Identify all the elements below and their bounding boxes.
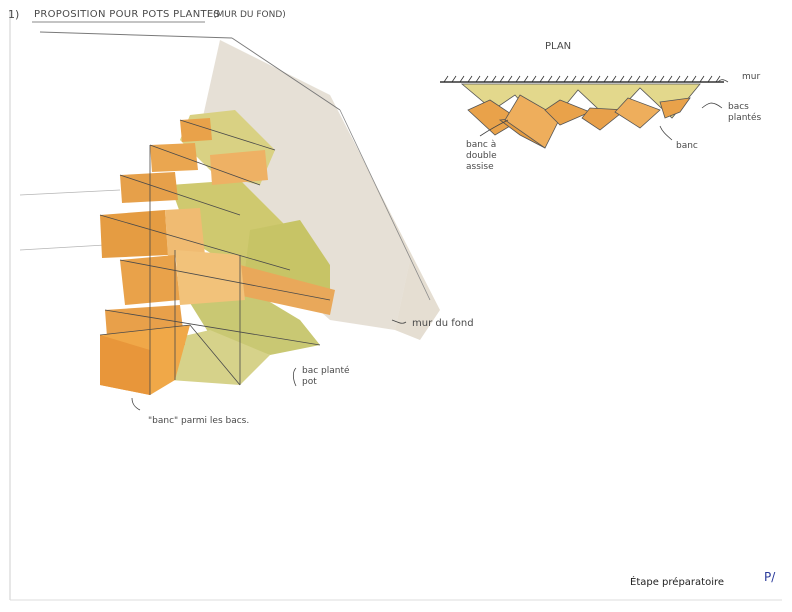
plan-title: PLAN — [545, 41, 572, 52]
footer-stage: Étape préparatoire — [630, 577, 725, 588]
wall-edge-line — [231, 37, 341, 111]
wood-box-3 — [120, 172, 178, 203]
label-pot: pot — [302, 377, 317, 387]
header-number: 1) — [8, 8, 20, 21]
leader-mur — [717, 79, 729, 83]
wood-box-7 — [238, 265, 335, 315]
bench-side — [100, 335, 150, 395]
leader-banc-parmi — [131, 397, 141, 411]
leader-mur-du-fond — [391, 319, 407, 324]
ground-line-1 — [19, 189, 121, 196]
wall-top-line — [39, 31, 233, 39]
wood-box-4 — [210, 150, 268, 185]
planter-bed-4 — [185, 290, 320, 355]
ground-line-2 — [19, 244, 106, 251]
page-title: PROPOSITION POUR POTS PLANTES — [34, 9, 221, 20]
back-wall — [200, 40, 410, 330]
leader-banc-double — [479, 119, 509, 137]
plan-bench-7 — [659, 97, 691, 119]
plan-drawing — [440, 75, 729, 149]
plan-bench-5 — [581, 107, 627, 131]
wood-box-1 — [180, 118, 212, 142]
plan-bench-6 — [614, 97, 661, 129]
plan-label-bacs-plantes: bacs plantés — [728, 102, 762, 123]
leader-bacs — [701, 102, 723, 109]
label-bac-plante: bac planté — [302, 366, 350, 376]
label-banc-parmi: "banc" parmi les bacs. — [148, 416, 250, 426]
back-wall-shade — [330, 95, 440, 340]
leader-banc — [659, 125, 673, 141]
leader-bac-plante — [292, 367, 297, 387]
page-subtitle: (MUR DU FOND) — [213, 10, 286, 20]
label-mur-du-fond: mur du fond — [412, 318, 474, 329]
wall-far-edge — [339, 109, 431, 301]
plan-label-mur: mur — [742, 72, 761, 82]
wood-box-6 — [165, 208, 205, 258]
plan-label-banc: banc — [676, 141, 698, 151]
plan-label-banc-double: banc à double assise — [466, 140, 497, 172]
footer-page: P/ — [764, 570, 776, 584]
wood-box-5 — [100, 210, 168, 258]
plan-wall-hatch — [443, 75, 721, 83]
box-outlines — [99, 119, 331, 395]
plan-bench-4 — [544, 99, 592, 126]
wood-box-2 — [150, 143, 198, 172]
perspective-sketch — [19, 31, 440, 395]
